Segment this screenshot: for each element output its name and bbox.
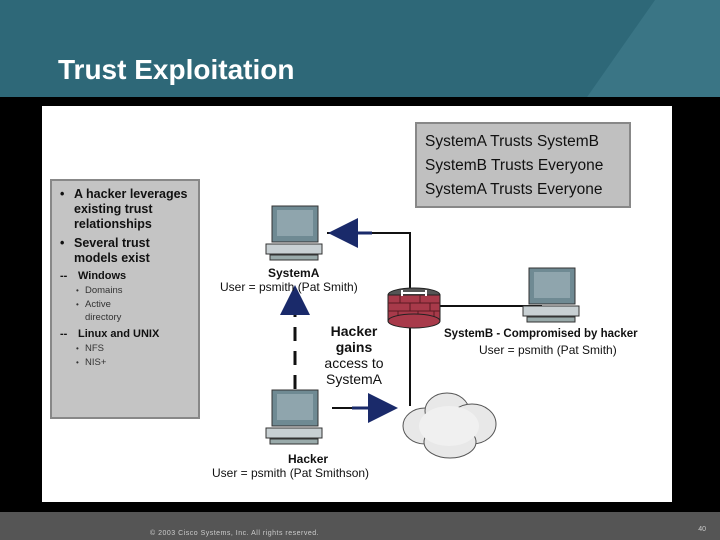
trust-line-1: SystemA Trusts SystemB [425,133,599,150]
bullet-panel: A hacker leverages existing trust relati… [50,179,200,419]
trust-line-2: SystemB Trusts Everyone [425,157,604,174]
computer-hacker-icon [265,389,323,445]
hacker-gains-line-4: SystemA [325,371,382,387]
bullet-domains: Domains [58,284,194,297]
firewall-icon [387,287,441,329]
bullet-nis: NIS+ [58,356,194,369]
trust-line-3: SystemA Trusts Everyone [425,181,603,198]
hacker-gains-line-3: access to [324,355,384,371]
header-bar: Trust Exploitation [0,0,720,97]
slide-title: Trust Exploitation [58,54,295,85]
page-number: 40 [698,526,706,533]
system-a-user: User = psmith (Pat Smith) [220,280,358,294]
system-b-name: SystemB - Compromised by hacker [444,328,638,340]
hacker-gains-line-2: gains [335,339,373,355]
header-decoration [563,0,720,97]
trust-relationships-box: SystemA Trusts SystemB SystemB Trusts Ev… [415,122,631,208]
copyright-text: © 2003 Cisco Systems, Inc. All rights re… [150,530,320,537]
network-diagram [265,205,580,459]
bullet-active: Active [58,298,194,311]
hacker-name: Hacker [288,452,329,466]
hacker-user: User = psmith (Pat Smithson) [212,466,370,480]
computer-system-a-icon [265,205,323,261]
system-a-name: SystemA [268,266,320,280]
hacker-gains-line-1: Hacker [330,323,378,339]
system-b-user: User = psmith (Pat Smith) [479,343,617,357]
bullet-windows: Windows [58,270,194,283]
bullet-trust-models: Several trust models exist [58,236,194,266]
slide-content: A hacker leverages existing trust relati… [42,106,672,502]
bullet-hacker-leverages: A hacker leverages existing trust relati… [58,187,194,232]
hacker-gains-label: Hacker gains access to SystemA [312,323,396,387]
computer-system-b-icon [522,267,580,323]
internet-cloud-icon [402,392,497,459]
bullet-directory: directory [85,312,122,323]
bullet-linux-unix: Linux and UNIX [58,328,194,341]
bullet-nfs: NFS [58,342,194,355]
footer-bar: © 2003 Cisco Systems, Inc. All rights re… [0,512,720,540]
